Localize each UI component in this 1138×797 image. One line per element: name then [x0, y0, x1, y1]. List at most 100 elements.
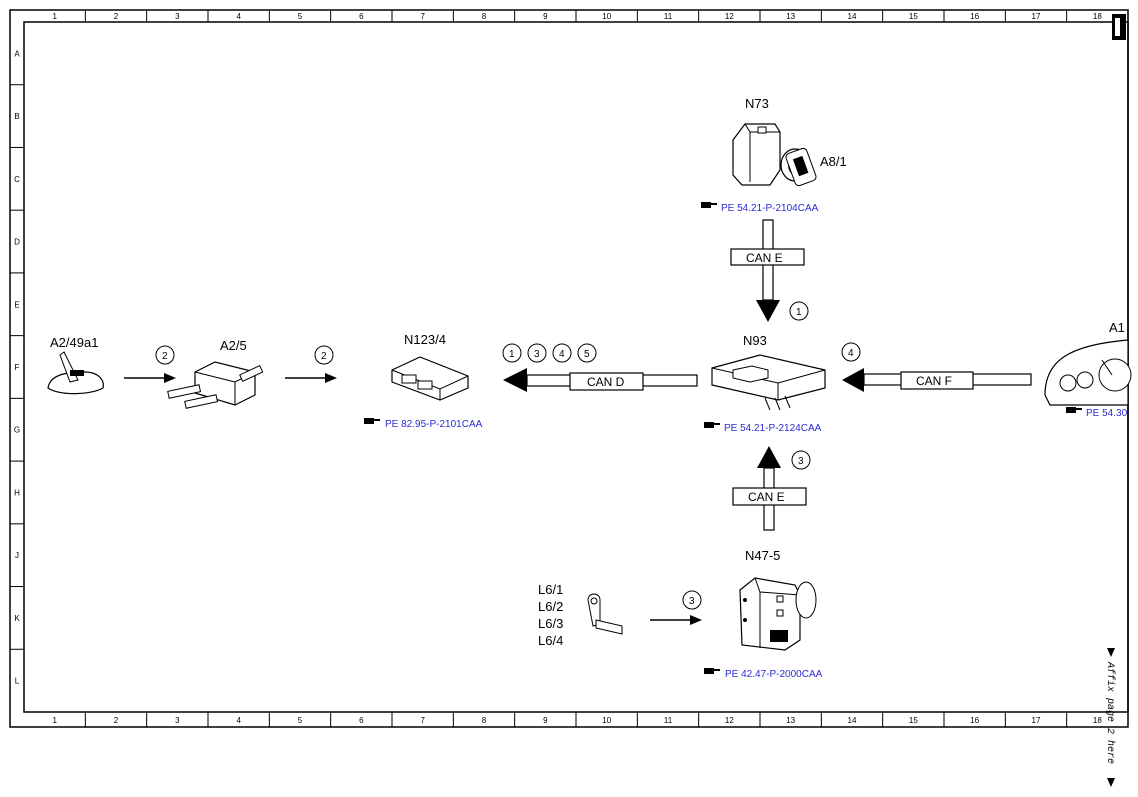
marker-bottom-arrow: 3 [798, 456, 804, 467]
marker-l6: 3 [689, 596, 695, 607]
a8-1-label: A8/1 [820, 154, 847, 169]
esp-unit-icon [739, 577, 817, 651]
can-e-top-bus: CAN E 1 [730, 219, 809, 322]
column-label-top: 1 [52, 12, 57, 21]
n73-component[interactable]: N73 A8/1 PE 54.21-P-2104CAA [701, 96, 847, 214]
column-label-bottom: 6 [359, 716, 364, 725]
column-label-bottom: 8 [482, 716, 487, 725]
row-label: K [14, 614, 20, 623]
column-label-top: 11 [664, 12, 673, 21]
column-label-bottom: 16 [970, 716, 979, 725]
can-e-top-label: CAN E [746, 251, 783, 265]
row-label: A [14, 49, 20, 58]
can-d-label: CAN D [587, 375, 625, 389]
can-e-bottom-bus: CAN E 3 [732, 446, 811, 531]
n123-ref-link[interactable]: PE 82.95-P-2101CAA [385, 419, 483, 430]
column-label-bottom: 14 [848, 716, 857, 725]
n123-component[interactable]: N123/4 PE 82.95-P-2101CAA [364, 332, 483, 430]
n47-component[interactable]: N47-5 PE 42.47-P-2000CAA [704, 548, 823, 680]
row-label: H [14, 488, 20, 497]
column-label-top: 7 [420, 12, 425, 21]
marker-a2-5: 2 [321, 351, 327, 362]
marker-can-d-1: 1 [509, 349, 515, 360]
n93-ref-link[interactable]: PE 54.21-P-2124CAA [724, 423, 822, 434]
column-label-bottom: 10 [602, 716, 611, 725]
column-label-bottom: 5 [298, 716, 303, 725]
row-label: D [14, 238, 20, 247]
ref-hand-icon [364, 418, 380, 424]
n93-component[interactable]: N93 PE 54.21-P-2124CAA [704, 333, 826, 434]
a1-component[interactable]: A1 PE 54.30 [1044, 320, 1132, 419]
a2-49a1-label: A2/49a1 [50, 335, 98, 350]
corner-marker-icon [1112, 14, 1126, 40]
column-label-top: 13 [786, 12, 795, 21]
column-label-top: 3 [175, 12, 180, 21]
column-label-top: 10 [602, 12, 611, 21]
column-label-bottom: 13 [786, 716, 795, 725]
column-label-top: 2 [114, 12, 119, 21]
splitter-icon [167, 361, 264, 409]
a2-5-component[interactable]: A2/5 2 [167, 338, 337, 409]
marker-can-d-3: 4 [559, 349, 565, 360]
l6-2-label: L6/2 [538, 599, 563, 614]
ref-hand-icon [1066, 407, 1082, 413]
column-label-bottom: 11 [664, 716, 673, 725]
column-label-bottom: 17 [1032, 716, 1041, 725]
row-label: F [15, 363, 20, 372]
a2-49a1-component[interactable]: A2/49a1 2 [47, 335, 176, 395]
column-label-top: 17 [1032, 12, 1041, 21]
column-label-bottom: 2 [114, 716, 119, 725]
can-d-bus: CAN D 1 3 4 5 [502, 343, 698, 392]
marker-top-arrow: 1 [796, 307, 802, 318]
column-label-top: 5 [298, 12, 303, 21]
can-f-label: CAN F [916, 374, 952, 388]
column-label-bottom: 15 [909, 716, 918, 725]
a1-label: A1 [1109, 320, 1125, 335]
column-label-top: 16 [970, 12, 979, 21]
control-module-icon [711, 354, 826, 411]
row-label: J [15, 551, 19, 560]
row-label: E [14, 300, 19, 309]
can-f-bus: CAN F 4 [841, 342, 1032, 392]
column-label-bottom: 12 [725, 716, 734, 725]
column-label-top: 4 [236, 12, 241, 21]
column-label-top: 14 [848, 12, 857, 21]
n73-ref-link[interactable]: PE 54.21-P-2104CAA [721, 203, 819, 214]
row-label: C [14, 175, 20, 184]
a1-ref-link[interactable]: PE 54.30 [1086, 408, 1128, 419]
l6-component[interactable]: L6/1 L6/2 L6/3 L6/4 3 [538, 582, 702, 648]
column-label-top: 9 [543, 12, 548, 21]
column-label-bottom: 18 [1093, 716, 1102, 725]
l6-3-label: L6/3 [538, 616, 563, 631]
column-label-bottom: 1 [52, 716, 57, 725]
n47-ref-link[interactable]: PE 42.47-P-2000CAA [725, 669, 823, 680]
inner-frame [23, 21, 1129, 713]
column-label-top: 12 [725, 12, 734, 21]
ref-hand-icon [701, 202, 717, 208]
control-unit-icon [391, 356, 469, 401]
row-label: B [14, 112, 19, 121]
marker-a2-49a1: 2 [162, 351, 168, 362]
a2-5-label: A2/5 [220, 338, 247, 353]
column-label-bottom: 9 [543, 716, 548, 725]
outer-frame [9, 9, 1129, 728]
column-label-top: 8 [482, 12, 487, 21]
n123-label: N123/4 [404, 332, 446, 347]
l6-1-label: L6/1 [538, 582, 563, 597]
marker-can-d-4: 5 [584, 349, 590, 360]
ref-hand-icon [704, 668, 720, 674]
column-label-top: 18 [1093, 12, 1102, 21]
column-label-top: 6 [359, 12, 364, 21]
marker-can-d-2: 3 [534, 349, 540, 360]
l6-4-label: L6/4 [538, 633, 563, 648]
can-e-bottom-label: CAN E [748, 490, 785, 504]
n93-label: N93 [743, 333, 767, 348]
column-label-bottom: 4 [236, 716, 241, 725]
column-label-bottom: 7 [420, 716, 425, 725]
row-label: L [15, 677, 20, 686]
antenna-icon [47, 351, 104, 395]
